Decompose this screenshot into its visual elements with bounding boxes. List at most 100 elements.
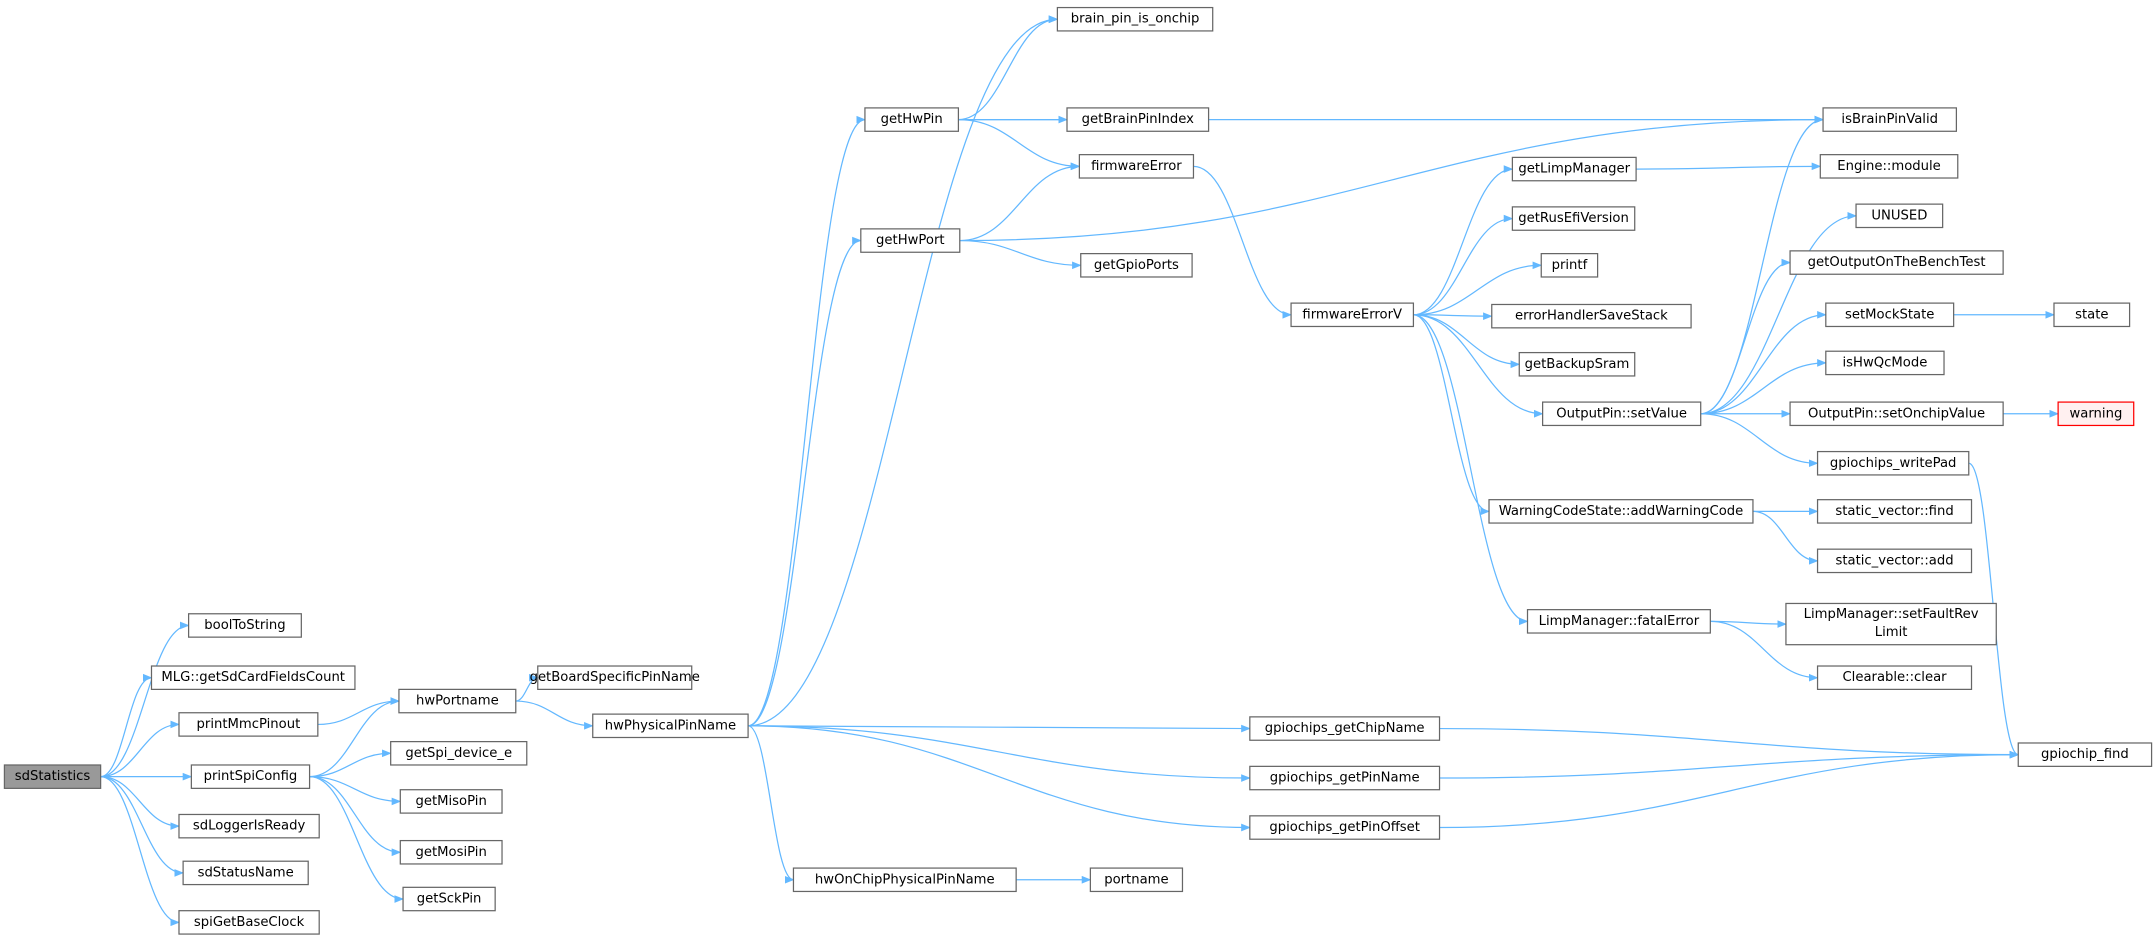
node-get-sck-pin[interactable]: getSckPin [402,886,496,912]
node-add-warning-code[interactable]: WarningCodeState::addWarningCode [1488,499,1754,524]
node-label: sdStatusName [198,865,294,880]
edge-getHwPort-to-firmwareError [959,162,1081,242]
node-get-mosi-pin[interactable]: getMosiPin [399,839,503,865]
node-sv-find[interactable]: static_vector::find [1816,499,1973,524]
node-bench-test[interactable]: getOutputOnTheBenchTest [1789,250,2004,275]
node-box [182,860,309,886]
edge-getPinName-to-gpiochipFind [1439,750,2020,779]
node-box [399,789,503,814]
node-get-rus-efi-version[interactable]: getRusEfiVersion [1511,206,1636,231]
node-get-board-specific-pin-name[interactable]: getBoardSpecificPinName [530,665,700,690]
node-get-hw-port[interactable]: getHwPort [860,228,961,253]
node-hw-portname[interactable]: hwPortname [398,688,517,714]
node-hw-physical-pin-name[interactable]: hwPhysicalPinName [592,713,749,739]
edge-printMmcPinout-to-hwPortname [317,697,400,726]
node-clear[interactable]: Clearable::clear [1816,665,1973,690]
node-label: gpiochip_find [2041,747,2129,762]
node-label: getBoardSpecificPinName [530,670,700,685]
edge-firmwareErrorV-to-fatalError [1413,314,1529,626]
node-label: isBrainPinValid [1841,112,1938,127]
node-box [1816,499,1973,524]
node-firmware-error[interactable]: firmwareError [1078,154,1195,179]
node-hw-on-chip[interactable]: hwOnChipPhysicalPinName [792,867,1017,893]
node-sv-add[interactable]: static_vector::add [1816,548,1973,574]
node-brain-onchip[interactable]: brain_pin_is_onchip [1056,6,1214,32]
edge-hwPhysicalPinName-to-hwOnChip [747,725,795,884]
node-label: Engine::module [1837,159,1941,174]
node-label: boolToString [204,618,285,633]
node-mlg[interactable]: MLG::getSdCardFieldsCount [150,665,356,690]
node-box [537,665,693,690]
node-get-gpio-ports[interactable]: getGpioPorts [1080,253,1193,278]
node-label: getLimpManager [1518,162,1630,177]
node-box [1488,499,1754,524]
node-label: hwPortname [416,694,499,709]
node-label: getBrainPinIndex [1082,112,1194,127]
node-label: gpiochips_getPinOffset [1269,820,1420,835]
node-box [592,713,749,739]
edge-firmwareError-to-firmwareErrorV [1193,165,1293,319]
node-box [178,910,320,935]
node-set-onchip-value[interactable]: OutputPin::setOnchipValue [1789,401,2004,427]
node-label: getRusEfiVersion [1518,211,1629,226]
node-box [3,764,102,789]
edge-firmwareErrorV-to-addWarningCode [1413,314,1490,516]
edge-fatalError-to-clear [1710,620,1819,682]
node-label: getHwPort [876,233,945,248]
node-get-limp-manager[interactable]: getLimpManager [1511,156,1637,182]
node-state[interactable]: state [2053,302,2131,328]
node-label: getHwPin [881,112,943,127]
edge-printSpiConfig-to-hwPortname [309,697,400,778]
node-get-pin-name[interactable]: gpiochips_getPinName [1249,765,1441,791]
node-engine-module[interactable]: Engine::module [1819,154,1959,179]
edge-getChipName-to-gpiochipFind [1439,727,2020,759]
node-set-mock-state[interactable]: setMockState [1825,302,1955,328]
node-sd-logger-is-ready[interactable]: sdLoggerIsReady [178,813,320,839]
node-box [1816,548,1973,574]
node-get-spi[interactable]: getSpi_device_e [390,740,528,766]
node-write-pad[interactable]: gpiochips_writePad [1816,450,1970,476]
node-fatal-error[interactable]: LimpManager::fatalError [1526,609,1711,634]
edge-setValue-to-unused [1700,211,1858,415]
node-firmware-error-v[interactable]: firmwareErrorV [1290,302,1415,328]
node-box [1078,154,1195,179]
node-print-mmc-pinout[interactable]: printMmcPinout [178,712,319,737]
node-box [1789,250,2004,275]
node-box [1816,665,1973,690]
node-box [178,813,320,839]
node-get-chip-name[interactable]: gpiochips_getChipName [1249,716,1441,741]
node-is-hw-qc-mode[interactable]: isHwQcMode [1825,350,1945,376]
edge-firmwareErrorV-to-getLimpManager [1413,165,1514,316]
node-label: hwOnChipPhysicalPinName [815,872,995,887]
node-portname[interactable]: portname [1089,867,1184,893]
node-sd-statistics[interactable]: sdStatistics [3,764,102,789]
node-sd-status-name[interactable]: sdStatusName [182,860,309,886]
edge-hwPhysicalPinName-to-getPinName [748,725,1251,782]
node-box [178,712,319,737]
node-get-hw-pin[interactable]: getHwPin [864,107,960,132]
node-label: Clearable::clear [1842,670,1947,685]
node-unused[interactable]: UNUSED [1855,203,1944,229]
node-get-miso-pin[interactable]: getMisoPin [399,789,503,814]
node-get-backup-sram[interactable]: getBackupSram [1518,351,1636,377]
node-box [1789,401,2004,427]
node-printf[interactable]: printf [1540,253,1599,278]
node-warning[interactable]: warning [2057,401,2135,427]
edge-printSpiConfig-to-getSckPin [309,776,405,903]
edge-getPinOffset-to-gpiochipFind [1439,750,2020,829]
node-label: portname [1104,872,1168,887]
node-set-value[interactable]: OutputPin::setValue [1542,401,1702,427]
node-get-pin-offset[interactable]: gpiochips_getPinOffset [1249,815,1441,840]
node-label: WarningCodeState::addWarningCode [1499,504,1744,519]
node-label: sdLoggerIsReady [193,819,306,834]
node-error-handler-save-stack[interactable]: errorHandlerSaveStack [1491,303,1692,329]
node-print-spi-config[interactable]: printSpiConfig [190,764,311,789]
node-label: warning [2070,406,2123,421]
node-gpiochip-find[interactable]: gpiochip_find [2017,742,2153,767]
node-spi-get-base-clock[interactable]: spiGetBaseClock [178,910,320,935]
node-is-brain-pin-valid[interactable]: isBrainPinValid [1822,107,1958,132]
node-get-brain-pin-index[interactable]: getBrainPinIndex [1066,107,1210,132]
node-box [792,867,1017,893]
node-bool-to-string[interactable]: boolToString [187,613,302,638]
